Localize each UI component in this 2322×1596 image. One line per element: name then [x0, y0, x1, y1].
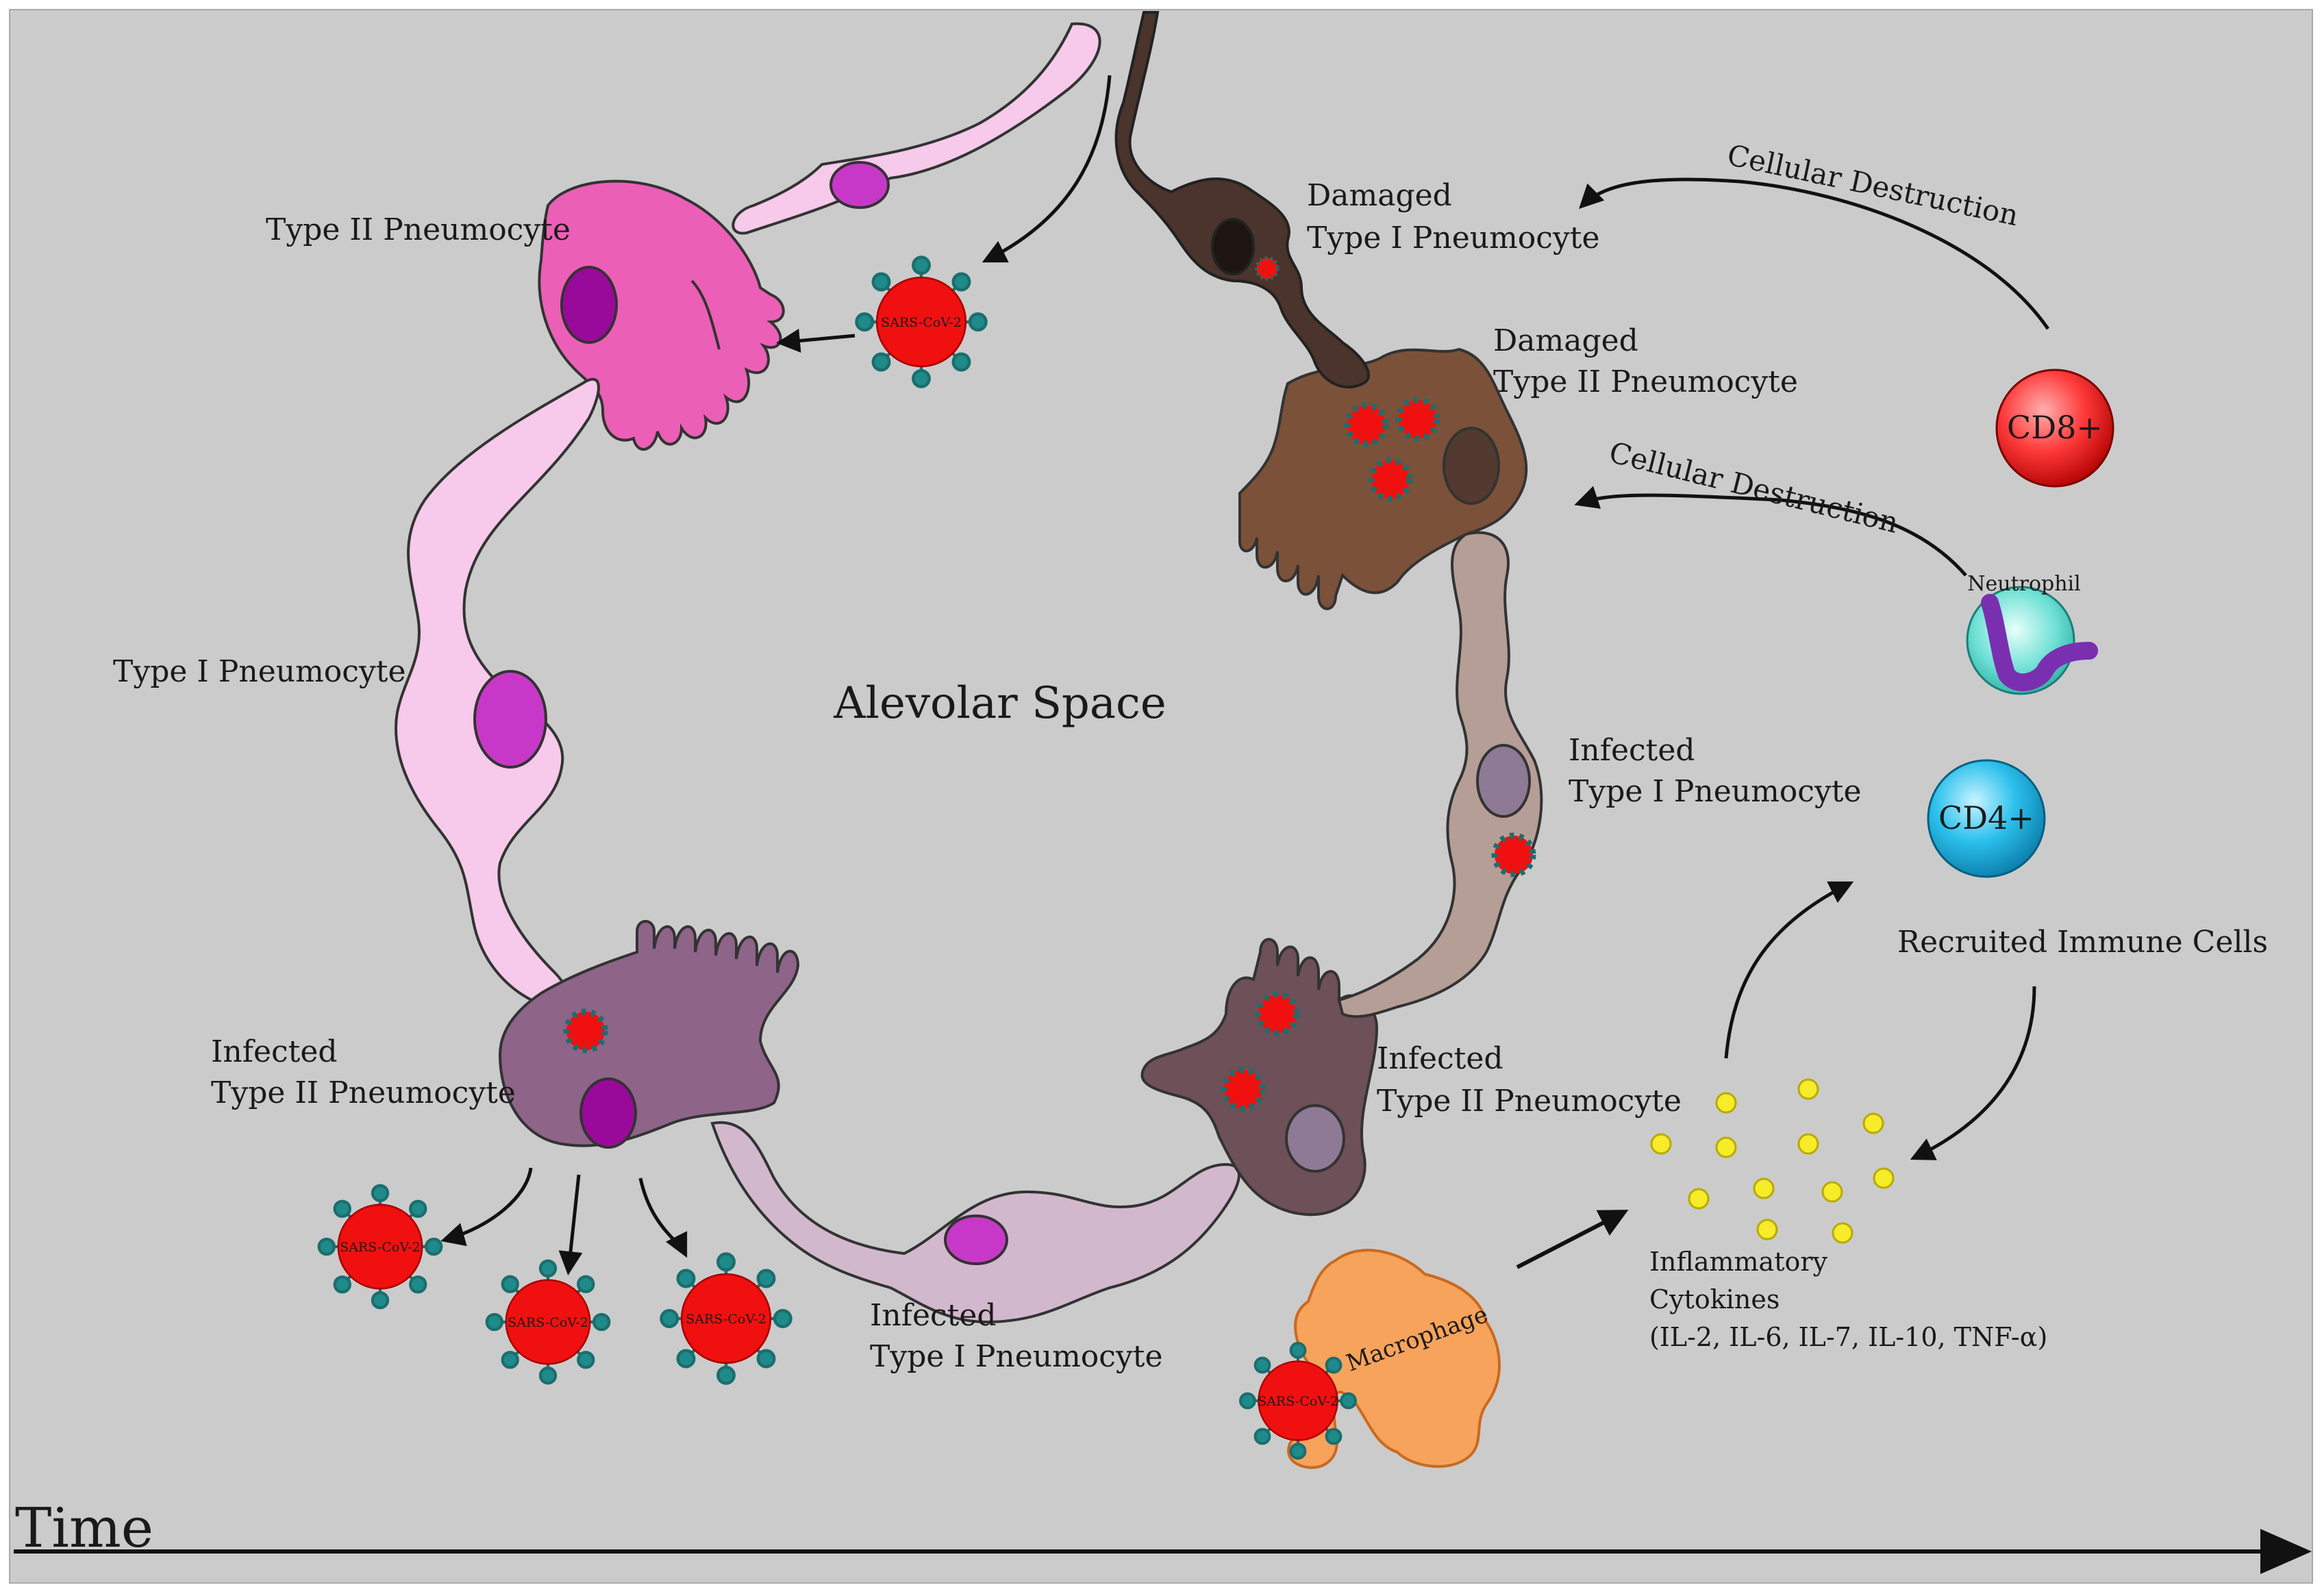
virus-in-cell-icon	[1347, 406, 1386, 444]
recruited-immune-label: Recruited Immune Cells	[1897, 925, 2268, 960]
type2-top-nucleus	[560, 266, 618, 344]
arrow-macrophage-to-cytokines	[1516, 1210, 1629, 1269]
virus-label: SARS-CoV-2	[1258, 1394, 1338, 1409]
infected-type2-left-label-1: Infected	[211, 1034, 338, 1069]
virus-in-cell-icon	[566, 1012, 605, 1050]
cd4-label: CD4+	[1938, 799, 2034, 836]
neutrophil-label: Neutrophil	[1967, 572, 2081, 596]
type1-left-label: Type I Pneumocyte	[113, 654, 406, 689]
cytokines-label-2: Cytokines	[1649, 1284, 1780, 1314]
infected-type2-left-nucleus	[579, 1077, 637, 1149]
damaged-type2-nucleus	[1443, 427, 1500, 505]
arrow-neutrophil-destruction	[1574, 486, 1967, 577]
neutrophil-nucleus	[1981, 594, 2098, 692]
infected-type1-right-label-1: Infected	[1569, 733, 1695, 768]
damaged-type1-nucleus	[1211, 218, 1255, 275]
arrow-cd8-destruction	[1579, 177, 2050, 330]
background-panel	[9, 9, 2313, 1584]
virus-in-cell-icon	[1258, 995, 1297, 1033]
cytokines-label-3: (IL-2, IL-6, IL-7, IL-10, TNF-α)	[1649, 1322, 2047, 1352]
infected-type1-right-cell	[1337, 531, 1543, 1019]
arrow-release-1	[440, 1167, 533, 1247]
cd4-cell	[1927, 759, 2046, 878]
arrow-release-3	[638, 1177, 688, 1258]
left-type1-nucleus	[473, 670, 547, 769]
virus-label: SARS-CoV-2	[686, 1312, 766, 1327]
damaged-type1-label-2: Type I Pneumocyte	[1307, 221, 1600, 255]
top-type1-cell	[732, 22, 1101, 235]
alveolar-space-label: Alevolar Space	[833, 678, 1166, 729]
virus-in-cell-icon	[1371, 460, 1410, 499]
damaged-type2-label-1: Damaged	[1493, 323, 1638, 358]
arrow-release-2	[558, 1174, 583, 1275]
damaged-type1-cell	[1114, 11, 1370, 389]
infected-type2-left-label-2: Type II Pneumocyte	[211, 1075, 516, 1110]
infected-type1-bottom-label-2: Type I Pneumocyte	[870, 1339, 1163, 1374]
infected-type2-right-label-1: Infected	[1377, 1041, 1503, 1076]
arrow-cytokines-to-immune	[1724, 881, 1854, 1059]
virus-in-cell-icon	[1399, 400, 1437, 438]
virus-in-cell-icon	[1224, 1070, 1262, 1108]
cytokines-label-1: Inflammatory	[1649, 1247, 1828, 1277]
arrow-virus-to-type2	[776, 328, 856, 353]
infected-type1-bottom-nucleus	[944, 1214, 1008, 1265]
infected-type2-right-label-2: Type II Pneumocyte	[1377, 1084, 1682, 1119]
type2-top-label: Type II Pneumocyte	[266, 212, 571, 247]
damaged-type2-label-2: Type II Pneumocyte	[1493, 364, 1798, 399]
virus-label: SARS-CoV-2	[508, 1315, 588, 1330]
virus-in-cell-icon	[1495, 836, 1533, 874]
infected-type1-right-nucleus	[1476, 744, 1531, 818]
virus-text-labels: SARS-CoV-2 SARS-CoV-2 SARS-CoV-2 SARS-Co…	[340, 315, 1338, 1409]
arrow-virus-entry	[982, 75, 1112, 263]
virus-label: SARS-CoV-2	[340, 1240, 421, 1255]
damaged-type1-label-1: Damaged	[1307, 178, 1452, 213]
infected-type1-bottom-label-1: Infected	[870, 1298, 997, 1333]
cytokine-dots	[1650, 1078, 1895, 1244]
type2-top-cell	[538, 179, 785, 451]
top-type1-nucleus	[829, 161, 890, 209]
infected-type1-right-label-2: Type I Pneumocyte	[1569, 774, 1862, 809]
time-label: Time	[15, 1496, 153, 1560]
infected-type2-right-nucleus	[1285, 1104, 1345, 1173]
time-axis-arrowhead	[2260, 1529, 2312, 1574]
cd8-label: CD8+	[2007, 409, 2103, 446]
arrow-immune-to-cytokines	[1910, 986, 2036, 1160]
virus-label: SARS-CoV-2	[881, 315, 962, 330]
cd8-cell	[1995, 369, 2114, 488]
virus-in-cell-icon	[1257, 258, 1278, 279]
